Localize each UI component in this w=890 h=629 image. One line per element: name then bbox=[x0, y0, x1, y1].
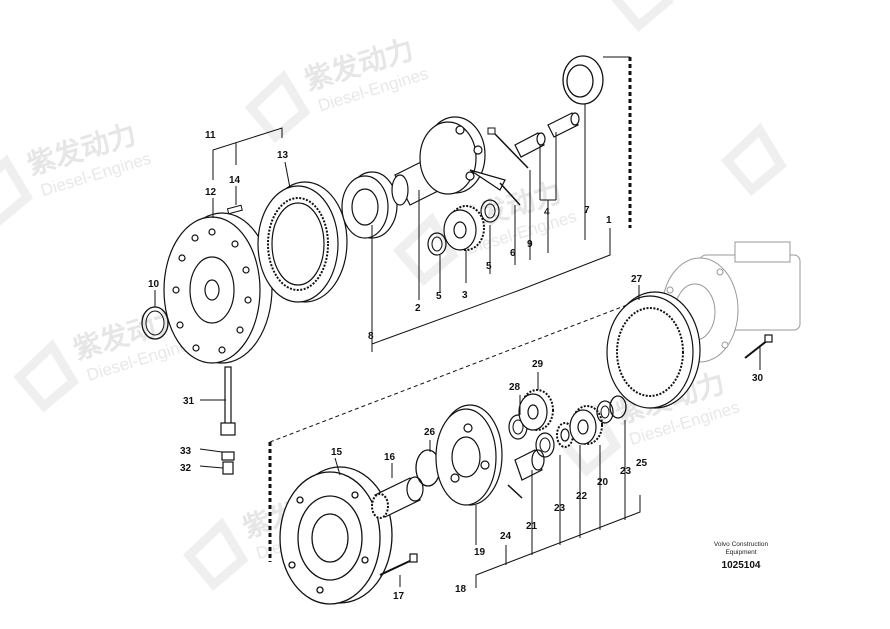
callout-5: 5 bbox=[486, 261, 492, 272]
callout-26: 26 bbox=[424, 427, 436, 438]
credit-line-1: Volvo Construction bbox=[713, 541, 769, 548]
callout-19: 19 bbox=[474, 547, 486, 558]
callout-18: 18 bbox=[455, 584, 467, 595]
callout-14: 14 bbox=[229, 175, 241, 186]
callout-15: 15 bbox=[331, 447, 343, 458]
callout-9: 9 bbox=[527, 239, 533, 250]
bolt-part-30 bbox=[744, 334, 773, 359]
credit-line-2: Equipment bbox=[725, 549, 757, 556]
callout-33: 33 bbox=[180, 446, 192, 457]
assembly-bracket-lower bbox=[268, 299, 641, 562]
callout-28: 28 bbox=[509, 382, 521, 393]
manufacturer-credit: Volvo Construction Equipment bbox=[702, 541, 780, 557]
washer-part-23 bbox=[596, 400, 614, 424]
document-number: 1025104 bbox=[721, 560, 761, 571]
callout-labels: 1 2 3 4 5 5 6 7 8 9 10 11 12 13 14 15 16… bbox=[148, 130, 764, 602]
callout-17: 17 bbox=[393, 591, 405, 602]
callout-6: 6 bbox=[510, 248, 516, 259]
thrust-washer-part-5 bbox=[480, 199, 500, 223]
housing-part-15 bbox=[279, 466, 393, 605]
bolt-part-9 bbox=[487, 127, 529, 169]
assembly-bracket-upper bbox=[603, 56, 632, 228]
leader-lines bbox=[154, 104, 761, 588]
planet-pin-part-4 bbox=[514, 112, 580, 158]
planet-pin-part-21 bbox=[514, 449, 545, 481]
planet-gear-part-3 bbox=[443, 205, 485, 251]
seal-ring-part-7 bbox=[562, 55, 604, 105]
callout-5: 5 bbox=[436, 291, 442, 302]
callout-13: 13 bbox=[277, 150, 289, 161]
callout-4: 4 bbox=[544, 207, 550, 218]
cover-flange-part-12 bbox=[163, 212, 273, 364]
callout-1: 1 bbox=[606, 215, 612, 226]
drain-plug-part-31 bbox=[220, 366, 236, 475]
carrier-plate-part-19 bbox=[435, 404, 503, 506]
callout-29: 29 bbox=[532, 359, 544, 370]
callout-23: 23 bbox=[554, 503, 566, 514]
spring-pin-part-6 bbox=[499, 182, 521, 206]
callout-20: 20 bbox=[597, 477, 609, 488]
callout-3: 3 bbox=[462, 290, 468, 301]
callout-11: 11 bbox=[205, 130, 216, 141]
planet-gear-part-20 bbox=[569, 405, 603, 445]
thrust-washer-part-5 bbox=[427, 232, 447, 256]
dowel-pin-part-14 bbox=[226, 204, 243, 215]
callout-16: 16 bbox=[384, 452, 396, 463]
callout-24: 24 bbox=[500, 531, 512, 542]
callout-23: 23 bbox=[620, 466, 632, 477]
ring-gear-part-27 bbox=[606, 291, 701, 409]
callout-25: 25 bbox=[636, 458, 648, 469]
callout-32: 32 bbox=[180, 463, 192, 474]
bolt-part-17 bbox=[379, 553, 418, 576]
callout-8: 8 bbox=[368, 331, 374, 342]
callout-7: 7 bbox=[584, 205, 590, 216]
pin-part-24 bbox=[507, 484, 523, 499]
callout-10: 10 bbox=[148, 279, 160, 290]
callout-21: 21 bbox=[526, 521, 538, 532]
snap-ring-part-25 bbox=[609, 395, 627, 419]
callout-2: 2 bbox=[415, 303, 421, 314]
planet-carrier-part-2 bbox=[391, 116, 506, 206]
planet-gear-part-29 bbox=[518, 389, 554, 431]
callout-27: 27 bbox=[631, 274, 643, 285]
washer-part-23 bbox=[535, 432, 555, 458]
callout-12: 12 bbox=[205, 187, 217, 198]
callout-30: 30 bbox=[752, 373, 764, 384]
bearing-part-8 bbox=[341, 171, 398, 239]
callout-22: 22 bbox=[576, 491, 588, 502]
ring-gear-part-13 bbox=[257, 181, 348, 303]
sun-gear-part-16 bbox=[371, 476, 424, 519]
callout-31: 31 bbox=[183, 396, 195, 407]
